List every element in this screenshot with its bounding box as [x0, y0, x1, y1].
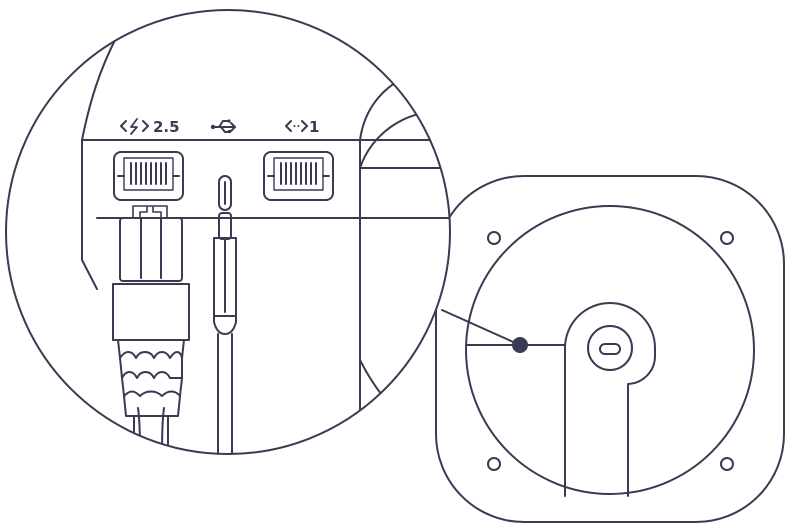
zoom-circle-outline — [5, 9, 451, 455]
device-outline — [435, 175, 785, 523]
screw-hole-bottom-right — [720, 457, 734, 471]
device-bottom-view — [435, 175, 785, 523]
screw-hole-top-right — [720, 231, 734, 245]
port-label-1: 1 — [309, 118, 319, 136]
ethernet-icon — [285, 120, 308, 132]
ethernet-icon — [120, 118, 149, 135]
usb-icon — [210, 119, 236, 133]
zoom-circle-background — [6, 10, 450, 454]
screw-hole-top-left — [487, 231, 501, 245]
zoomed-port-panel — [81, 39, 450, 454]
device-inner-ring — [465, 205, 755, 495]
screw-hole-bottom-left — [487, 457, 501, 471]
housing-left-edge — [81, 139, 98, 290]
stand-mount-ring — [587, 325, 633, 371]
ethernet-plug — [112, 205, 190, 454]
ethernet-1-port — [263, 151, 334, 201]
device-stand — [564, 302, 656, 497]
stand-mount-slot — [599, 343, 621, 355]
usb-c-plug — [213, 212, 237, 454]
port-label-2-5: 2.5 — [153, 118, 180, 136]
callout-pointer-line — [441, 309, 521, 346]
usb-c-port — [218, 175, 232, 211]
housing-top-curve — [81, 39, 116, 141]
callout-dot — [512, 337, 528, 353]
ethernet-2-5-port — [113, 151, 184, 201]
